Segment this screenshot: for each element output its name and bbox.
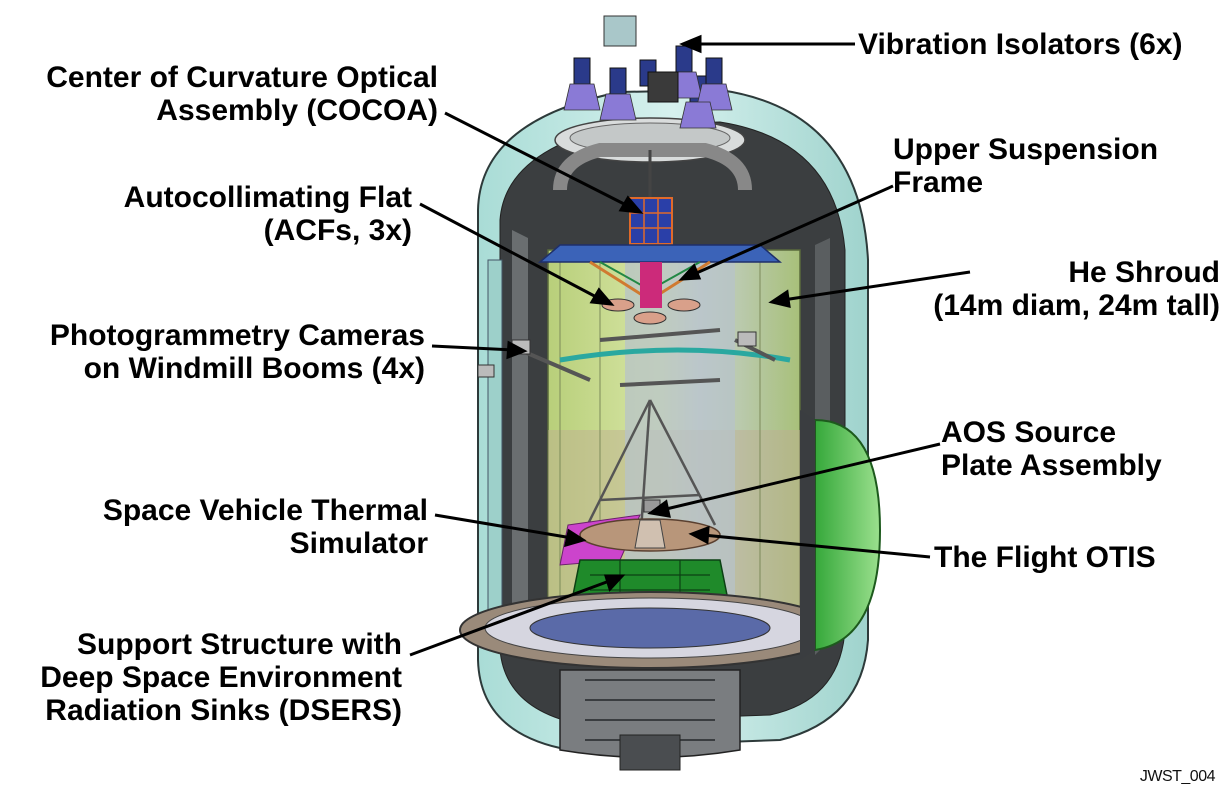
label-vibration-isolators: Vibration Isolators (6x) [858, 28, 1183, 61]
label-photogrammetry-cameras: Photogrammetry Cameras on Windmill Booms… [49, 319, 425, 385]
leader-lines [409, 34, 971, 657]
label-upper-suspension-frame: Upper Suspension Frame [893, 133, 1159, 199]
label-aos-source-plate: AOS Source Plate Assembly [941, 416, 1162, 482]
chamber-door [800, 410, 882, 660]
bottom-platform [459, 591, 841, 669]
label-space-vehicle-thermal-simulator: Space Vehicle Thermal Simulator [102, 494, 428, 560]
label-flight-otis: The Flight OTIS [934, 541, 1156, 574]
lower-chamber [559, 669, 741, 771]
upper-lid [553, 117, 752, 191]
tripod-structure [578, 399, 717, 546]
figure-id: JWST_004 [1139, 768, 1216, 785]
label-cocoa: Center of Curvature Optical Assembly (CO… [46, 61, 438, 127]
upper-suspension-frame [537, 244, 783, 308]
label-he-shroud: He Shroud (14m diam, 24m tall) [933, 256, 1220, 322]
vibration-isolators [563, 15, 733, 129]
label-autocollimating-flat: Autocollimating Flat (ACFs, 3x) [123, 181, 412, 247]
cocoa-assembly [629, 150, 673, 245]
flight-otis [579, 518, 721, 552]
label-support-structure-dsers: Support Structure with Deep Space Enviro… [40, 628, 402, 727]
